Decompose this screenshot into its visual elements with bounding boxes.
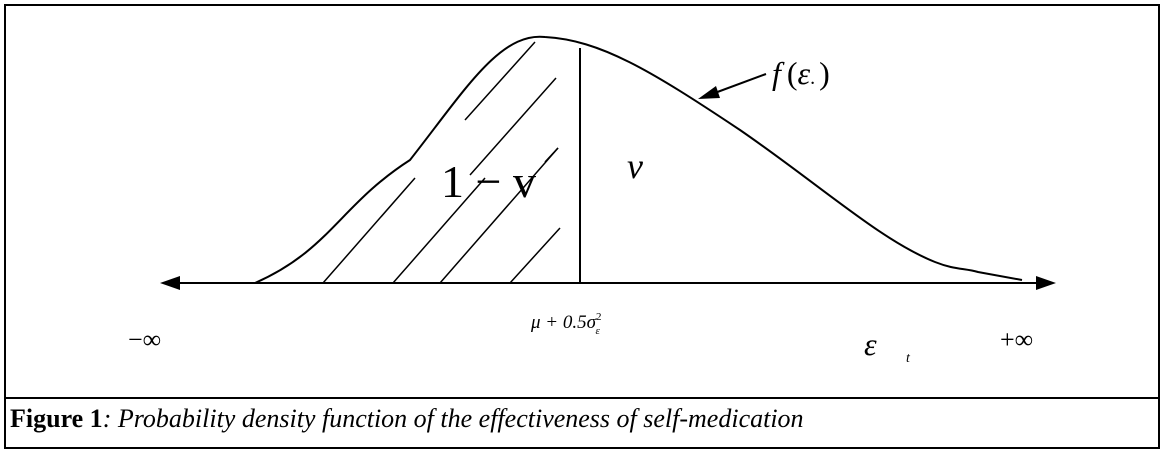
hatch-line (464, 41, 536, 121)
curve-label: f(ε.) (772, 55, 830, 91)
curve-label-open: ( (787, 55, 798, 91)
axis-variable-subscript: t (906, 351, 911, 366)
x-axis-right-arrow (1036, 276, 1056, 290)
threshold-label: μ + 0.5σ2 ε (530, 311, 601, 337)
curve-label-close: ) (819, 55, 830, 91)
threshold-label-sup: 2 (596, 311, 602, 323)
curve-label-func: f (772, 55, 785, 91)
hatch-line (392, 177, 486, 284)
axis-variable-label: ε (864, 326, 877, 362)
x-axis-left-arrow (160, 276, 180, 290)
curve-label-sub: . (810, 67, 815, 89)
threshold-label-base: μ + 0.5σ (530, 312, 597, 333)
axis-right-end-label: +∞ (1000, 325, 1033, 354)
caption-label: Figure 1 (10, 404, 103, 433)
region-right-label: v (627, 146, 643, 186)
hatch-line (322, 177, 416, 284)
caption-text: Probability density function of the effe… (111, 404, 804, 433)
axis-left-end-label: −∞ (128, 325, 161, 354)
left-region-hatching (322, 41, 561, 284)
caption-divider (4, 397, 1160, 399)
hatch-line (439, 147, 559, 284)
region-left-label: 1 − v (441, 156, 536, 207)
curve-pointer-arrowhead (698, 86, 720, 99)
figure-frame (4, 4, 1160, 449)
hatch-line (544, 147, 559, 163)
hatch-line (509, 227, 561, 284)
curve-label-var: ε (798, 55, 811, 91)
curve-pointer-line (711, 73, 767, 95)
caption-separator: : (102, 404, 112, 433)
threshold-label-sub: ε (595, 325, 600, 337)
hatch-line (469, 77, 557, 176)
figure-caption: Figure 1: Probability density function o… (10, 404, 1150, 434)
density-curve (254, 35, 1023, 284)
